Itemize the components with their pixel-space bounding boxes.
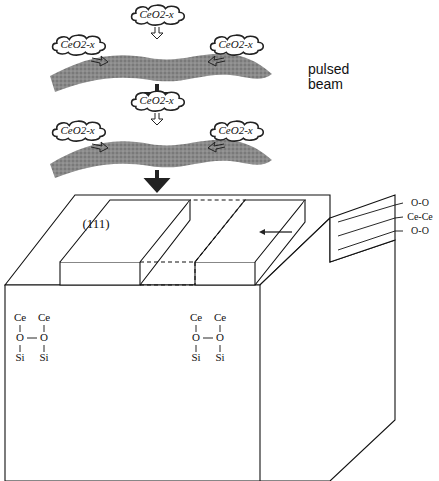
pulsed-beam-band [50, 54, 272, 92]
cloud-arrows [91, 27, 225, 152]
plane-label: (111) [82, 217, 109, 231]
atom-label: O [40, 332, 48, 344]
cloud-label: CeO2-x [140, 95, 175, 106]
vapor-cloud: CeO2-x [50, 119, 107, 142]
atom-label: O [216, 332, 224, 344]
cloud-label: CeO2-x [140, 9, 175, 20]
vapor-cloud: CeO2-x [50, 33, 107, 56]
cloud-label: CeO2-x [61, 39, 96, 50]
atom-label: O [16, 332, 24, 344]
vapor-cloud: CeO2-x [129, 89, 186, 112]
beam-label: pulsed beam [308, 62, 368, 91]
vapor-cloud: CeO2-x [129, 3, 186, 26]
atom-label: O [192, 332, 200, 344]
cloud-label: CeO2-x [61, 125, 96, 136]
layer-label: Ce-Ce [407, 212, 433, 223]
atom-label: Si [215, 352, 224, 364]
vapor-cloud: CeO2-x [208, 119, 265, 142]
step-growth-arrow [262, 231, 292, 232]
atom-label: Ce [38, 312, 50, 324]
atom-label: Si [191, 352, 200, 364]
cloud-label: CeO2-x [219, 125, 254, 136]
atom-label: Si [39, 352, 48, 364]
cloud-label: CeO2-x [219, 39, 254, 50]
vapor-cloud: CeO2-x [208, 33, 265, 56]
layer-label: O-O [411, 226, 429, 237]
substrate-block [5, 195, 395, 481]
layer-label: O-O [411, 198, 429, 209]
layer-leaders [338, 203, 403, 250]
beam-arrow [148, 170, 166, 190]
atom-label: Si [15, 352, 24, 364]
interface-bonds [20, 325, 220, 352]
pulsed-beam-band [50, 140, 272, 178]
atom-label: Ce [214, 312, 226, 324]
atom-label: Ce [190, 312, 202, 324]
atom-label: Ce [14, 312, 26, 324]
